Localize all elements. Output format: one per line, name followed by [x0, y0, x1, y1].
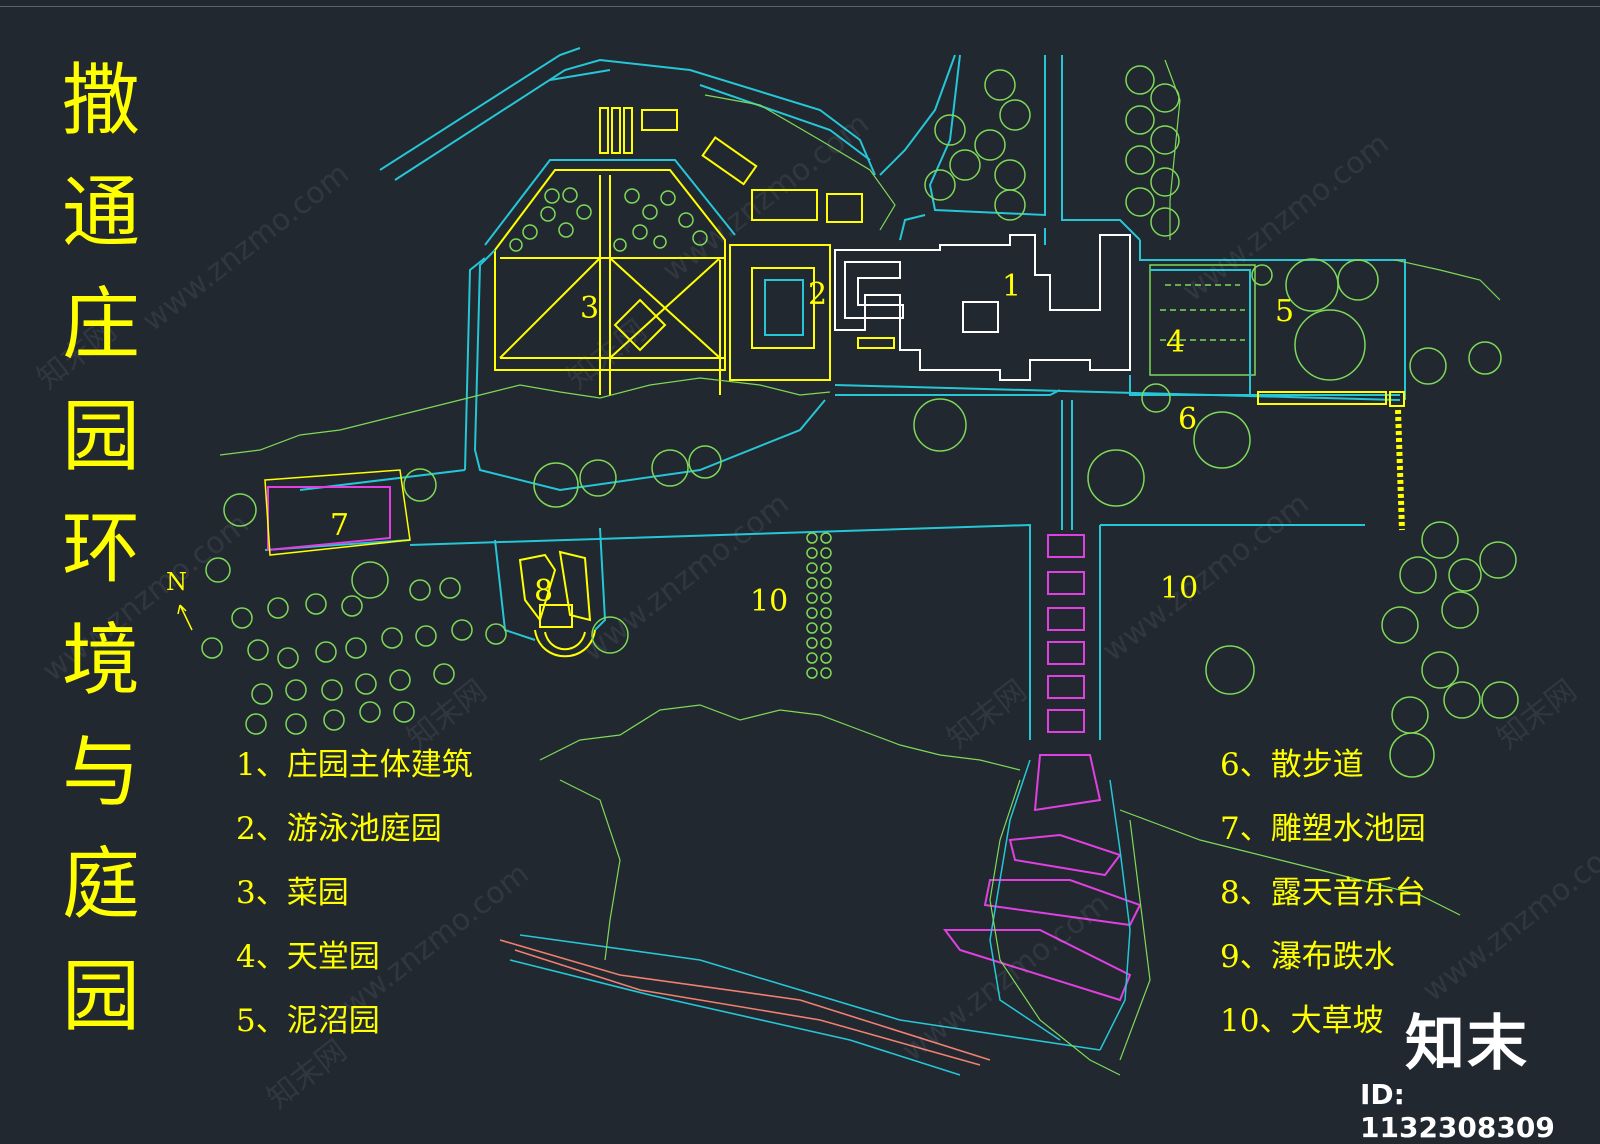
east-gardens [1149, 264, 1256, 376]
canopy-trees [205, 65, 1519, 778]
vegetable-garden [484, 159, 736, 395]
map-title: 撒 通 庄 园 环 境 与 庭 园 [56, 45, 146, 1053]
legend-item: 7、雕塑水池园 [1220, 811, 1426, 847]
legend-right: 6、散步道 7、雕塑水池园 8、露天音乐台 9、瀑布跌水 10、大草坡 [1220, 733, 1426, 1053]
title-char: 庄 [61, 280, 140, 370]
north-label: N [166, 568, 187, 596]
map-label-6: 6 [1178, 402, 1198, 437]
waterfall-channel [989, 759, 1131, 1051]
map-label-5: 5 [1275, 294, 1295, 329]
map-label-1: 1 [1002, 269, 1022, 304]
orchard-trees [201, 577, 507, 735]
map-label-4: 4 [1166, 325, 1186, 360]
stream [499, 934, 1101, 1076]
map-label-8: 8 [534, 574, 554, 609]
promenade-walk [1257, 391, 1405, 531]
main-building [834, 234, 1131, 381]
legend-left: 1、庄园主体建筑 2、游泳池庭园 3、菜园 4、天堂园 5、泥沼园 [236, 733, 473, 1053]
legend-item: 2、游泳池庭园 [236, 811, 442, 847]
legend-item: 9、瀑布跌水 [1220, 939, 1395, 975]
vegetation-outlines [219, 59, 1501, 1076]
legend-item: 3、菜园 [236, 875, 349, 911]
legend-item: 6、散步道 [1220, 747, 1364, 783]
title-char: 园 [61, 392, 140, 482]
west-paths [264, 249, 1031, 740]
stepping-slabs [943, 534, 1142, 1002]
pool-garden [599, 107, 895, 381]
legend-item: 1、庄园主体建筑 [236, 747, 473, 783]
map-label-10-east: 10 [1160, 571, 1199, 606]
legend-item: 5、泥沼园 [236, 1003, 380, 1039]
map-label-7: 7 [330, 508, 350, 543]
title-char: 园 [61, 952, 140, 1042]
title-char: 庭 [61, 840, 140, 930]
top-border-line [0, 6, 1600, 7]
title-char: 境 [61, 616, 140, 706]
map-label-3: 3 [580, 291, 600, 326]
map-label-2: 2 [808, 277, 828, 312]
title-char: 通 [61, 168, 140, 258]
map-label-10-west: 10 [750, 584, 789, 619]
title-char: 环 [61, 504, 140, 594]
tree-row [806, 532, 832, 679]
sculpture-pool-outline [264, 469, 411, 556]
legend-item: 8、露天音乐台 [1220, 875, 1426, 911]
image-id-label: ID: 1132308309 [1360, 1078, 1555, 1144]
garden-shrubs [509, 187, 708, 252]
legend-item: 10、大草坡 [1220, 1003, 1384, 1039]
sculpture-pool [267, 486, 391, 552]
east-paths [834, 240, 1406, 740]
legend-item: 4、天堂园 [236, 939, 380, 975]
north-arrow [177, 604, 193, 631]
brand-logo: 知末 [1405, 1009, 1529, 1079]
open-air-stage [518, 550, 596, 658]
title-char: 与 [61, 728, 140, 818]
title-char: 撒 [61, 56, 140, 146]
